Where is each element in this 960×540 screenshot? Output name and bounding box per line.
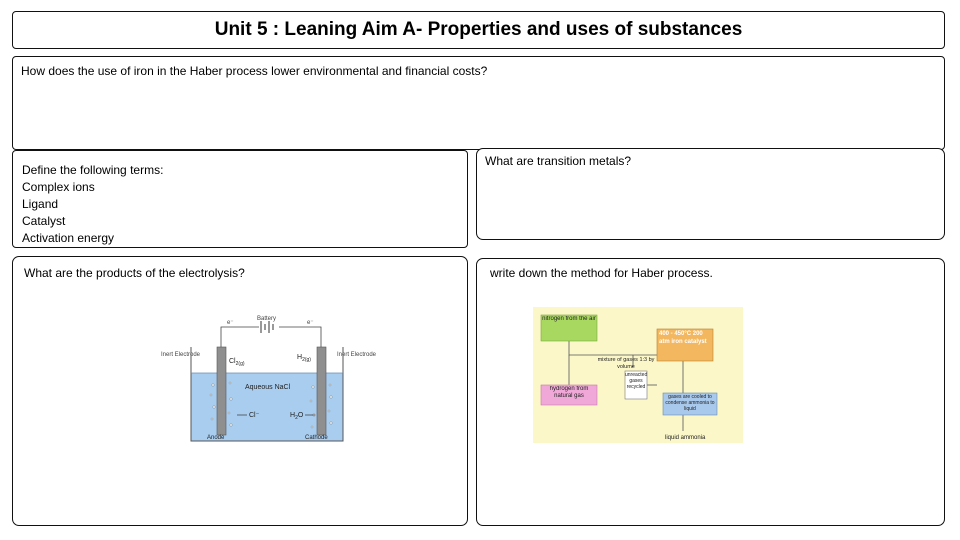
- hydrogen-box: [540, 384, 598, 406]
- inert-electrode-left-label: Inert Electrode: [161, 352, 201, 358]
- reactor-box: [656, 328, 714, 362]
- page-title: Unit 5 : Leaning Aim A- Properties and u…: [214, 19, 743, 40]
- cathode-electrode: [316, 346, 327, 436]
- chloride-label: Cl⁻: [249, 412, 260, 419]
- iron-question-box: How does the use of iron in the Haber pr…: [12, 56, 945, 150]
- terms-box: Define the following terms: Complex ions…: [12, 150, 468, 248]
- battery-label: Battery: [257, 316, 276, 322]
- condenser-label: gases are cooled to condense ammonia to …: [665, 394, 715, 412]
- unreacted-label-wrap: unreacted gases recycled: [625, 372, 647, 390]
- water-label: H2O: [290, 412, 304, 421]
- hydrogen-label-wrap: hydrogen from natural gas: [549, 386, 589, 399]
- hydrogen-label: hydrogen from natural gas: [549, 386, 589, 399]
- electron-left-label: e⁻: [227, 320, 234, 326]
- solution-label: Aqueous NaCl: [245, 384, 291, 391]
- hydrogen-gas-label: H2(g): [297, 354, 311, 363]
- haber-question: write down the method for Haber process.: [490, 266, 713, 280]
- electron-right-label: e⁻: [307, 320, 314, 326]
- electrolysis-question: What are the products of the electrolysi…: [24, 266, 245, 280]
- chlorine-gas-label: Cl2(g): [229, 358, 245, 367]
- haber-box: write down the method for Haber process.…: [476, 258, 945, 526]
- ammonia-label: liquid ammonia: [665, 435, 706, 441]
- inert-electrode-right-label: Inert Electrode: [337, 352, 377, 358]
- ratio-label-wrap: mixture of gases 1:3 by volume: [597, 357, 655, 370]
- term-item: Ligand: [22, 197, 59, 211]
- condenser-label-wrap: gases are cooled to condense ammonia to …: [665, 394, 715, 412]
- transition-question: What are transition metals?: [485, 154, 632, 168]
- battery-icon: [260, 321, 274, 333]
- unreacted-label: unreacted gases recycled: [625, 372, 647, 390]
- circuit-wires: [220, 326, 322, 347]
- nitrogen-label: nitrogen from the air: [542, 316, 596, 322]
- anode-label: Anode: [207, 435, 225, 441]
- electrolysis-diagram: Battery e⁻ e⁻ Inert Electrode Inert Elec…: [161, 316, 377, 442]
- cathode-label: Cathode: [305, 435, 328, 441]
- reactor-label-wrap: 400 - 450°C 200 atm iron catalyst: [659, 331, 707, 345]
- haber-process-diagram: nitrogen from the air hydrogen from natu…: [533, 307, 743, 443]
- nitrogen-label-wrap: nitrogen from the air: [542, 316, 596, 322]
- ratio-label: mixture of gases 1:3 by volume: [597, 357, 655, 370]
- electrolysis-box: What are the products of the electrolysi…: [12, 256, 468, 526]
- gas-bubbles: [209, 381, 333, 429]
- flow-lines: [568, 341, 684, 431]
- anode-electrode: [216, 346, 227, 436]
- unreacted-box: [624, 370, 648, 400]
- condenser-box: [662, 392, 718, 416]
- transition-question-box: What are transition metals?: [476, 148, 945, 240]
- iron-question: How does the use of iron in the Haber pr…: [21, 64, 488, 78]
- terms-list: Define the following terms: Complex ions…: [22, 162, 163, 247]
- term-item: Catalyst: [22, 214, 66, 228]
- page-title-box: Unit 5 : Leaning Aim A- Properties and u…: [12, 11, 945, 49]
- terms-heading: Define the following terms:: [22, 163, 164, 177]
- beaker: [190, 347, 344, 442]
- term-item: Complex ions: [22, 180, 95, 194]
- reactor-label: 400 - 450°C 200 atm iron catalyst: [659, 331, 707, 345]
- nitrogen-box: [540, 314, 598, 342]
- term-item: Activation energy: [22, 231, 115, 245]
